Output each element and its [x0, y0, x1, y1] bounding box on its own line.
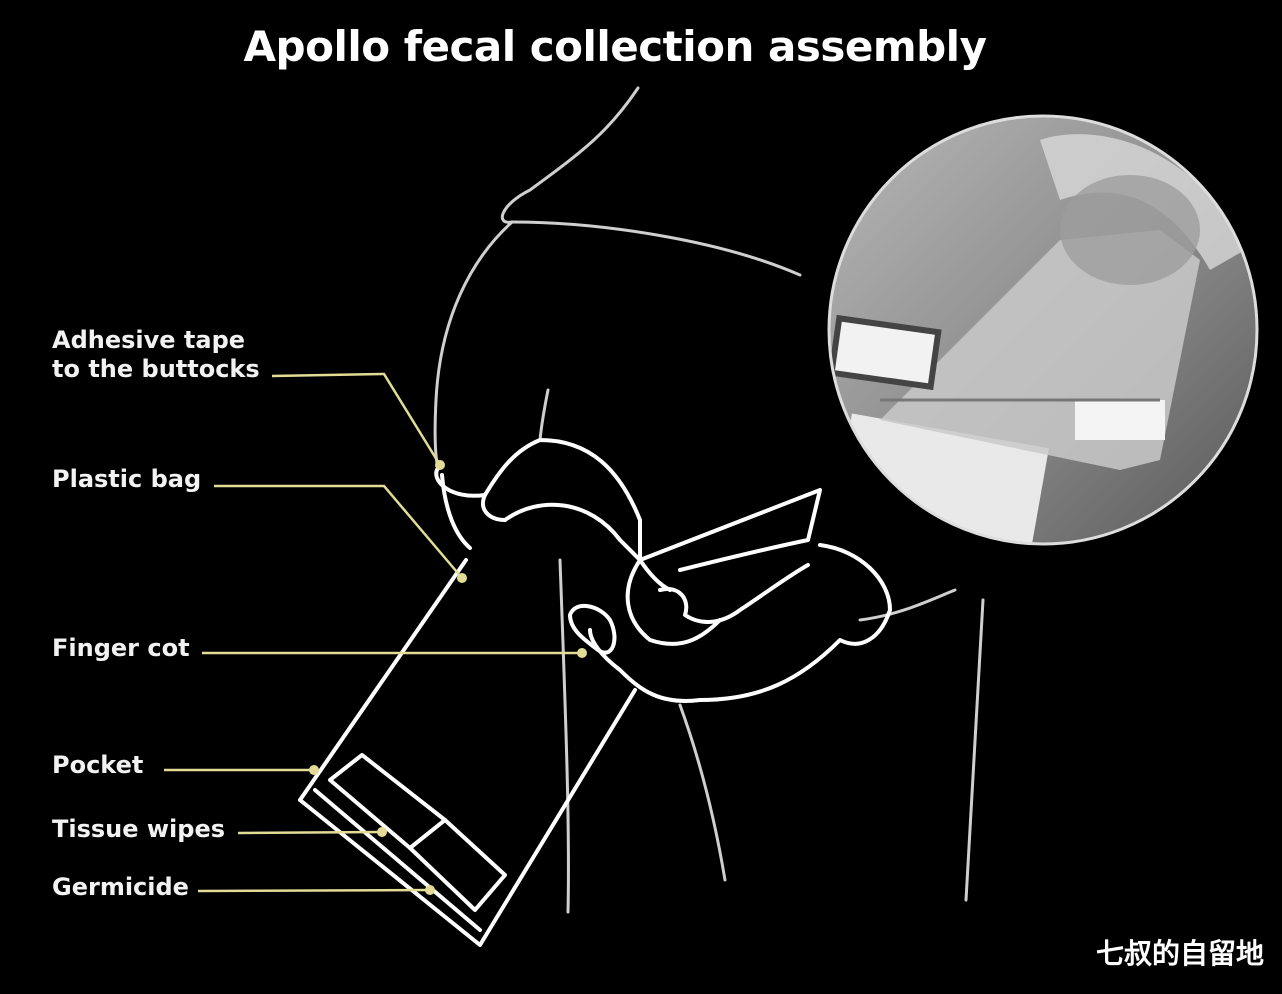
label-germicide: Germicide — [52, 873, 189, 901]
bag-outline — [298, 438, 892, 947]
body-outline — [433, 86, 985, 914]
label-adhesive-line2: to the buttocks — [52, 355, 260, 383]
label-adhesive-line1: Adhesive tape — [52, 326, 246, 354]
watermark: 七叔的自留地 — [1095, 937, 1264, 970]
label-pocket: Pocket — [52, 751, 144, 779]
label-adhesive-tape: Adhesive tape to the buttocks — [52, 326, 260, 384]
leader-lines — [164, 372, 582, 893]
label-tissue-wipes: Tissue wipes — [52, 815, 226, 843]
leader-dots — [309, 460, 587, 895]
photo-inset — [829, 116, 1257, 544]
label-finger-cot: Finger cot — [52, 634, 190, 662]
photo-inset-border — [827, 114, 1259, 546]
diagram-title: Apollo fecal collection assembly — [243, 22, 987, 71]
label-plastic-bag: Plastic bag — [52, 465, 202, 493]
